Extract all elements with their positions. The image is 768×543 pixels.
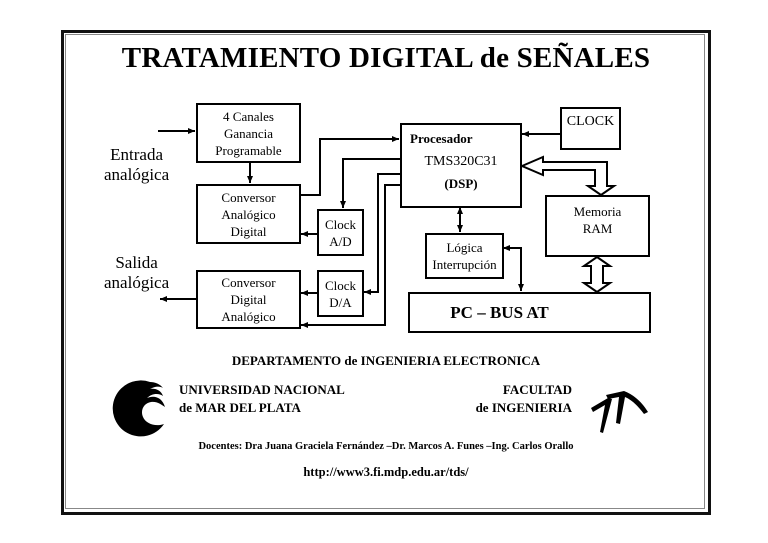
clock-da-line1: Clock [324, 277, 357, 293]
teachers-line: Docentes: Dra Juana Graciela Fernández –… [198, 441, 574, 452]
processor-model: TMS320C31 [424, 154, 498, 169]
course-url[interactable]: http://www3.fi.mdp.edu.ar/tds/ [303, 465, 469, 479]
dac-line1: Conversor [221, 275, 276, 290]
dac-line3: Analógico [221, 309, 276, 324]
input-label: Entrada analógica [104, 145, 169, 185]
input-label-line2: analógica [104, 165, 170, 184]
gain-line1: 4 Canales [223, 108, 274, 124]
faculty-name: FACULTAD de INGENIERIA [476, 381, 572, 417]
adc-line3: Digital [230, 223, 267, 239]
fi-logo-icon [591, 391, 648, 433]
pc-bus-label: PC – BUS AT [450, 303, 549, 322]
interrupt-logic-block: Lógica Interrupción [425, 233, 504, 279]
ram-block: Memoria RAM [545, 195, 650, 257]
university-name: UNIVERSIDAD NACIONAL de MAR DEL PLATA [179, 381, 345, 417]
ram-line2: RAM [582, 221, 613, 236]
interrupt-line1: Lógica [446, 240, 483, 255]
adc-line1: Conversor [221, 189, 276, 205]
processor-block: Procesador TMS320C31 (DSP) [400, 123, 522, 208]
output-label-line2: analógica [104, 273, 170, 292]
interrupt-line2: Interrupción [432, 257, 497, 272]
university-line1: UNIVERSIDAD NACIONAL [179, 382, 345, 397]
input-label-line1: Entrada [110, 145, 163, 164]
department-name: DEPARTAMENTO de INGENIERIA ELECTRONICA [231, 353, 541, 368]
ram-line1: Memoria [573, 204, 622, 219]
clock-ad-line2: A/D [329, 233, 352, 249]
pc-bus-block: PC – BUS AT [408, 292, 651, 333]
page-title: TRATAMIENTO DIGITAL de SEÑALES [121, 42, 651, 74]
page-frame-inner [65, 34, 705, 509]
unmdp-wave-logo-icon [112, 380, 165, 437]
gain-block: 4 Canales Ganancia Programable [196, 103, 301, 163]
clock-ad-line1: Clock [324, 216, 357, 232]
clock-da-block: Clock D/A [317, 270, 364, 317]
adc-line2: Analógico [221, 206, 276, 222]
university-line2: de MAR DEL PLATA [179, 400, 301, 415]
faculty-line2: de INGENIERIA [475, 400, 572, 415]
gain-line2: Ganancia [223, 125, 274, 141]
adc-block: Conversor Analógico Digital [196, 184, 301, 244]
clock-da-line2: D/A [329, 294, 352, 310]
processor-label: Procesador [410, 131, 473, 146]
gain-line3: Programable [215, 142, 282, 158]
output-label: Salida analógica [104, 253, 169, 293]
dac-line2: Digital [230, 292, 267, 307]
output-label-line1: Salida [115, 253, 158, 272]
clock-label: CLOCK [566, 114, 615, 129]
dac-block: Conversor Digital Analógico [196, 270, 301, 329]
faculty-line1: FACULTAD [502, 382, 572, 397]
processor-type: (DSP) [444, 176, 478, 191]
clock-ad-block: Clock A/D [317, 209, 364, 256]
clock-block: CLOCK [560, 107, 621, 150]
page-frame [61, 30, 711, 515]
